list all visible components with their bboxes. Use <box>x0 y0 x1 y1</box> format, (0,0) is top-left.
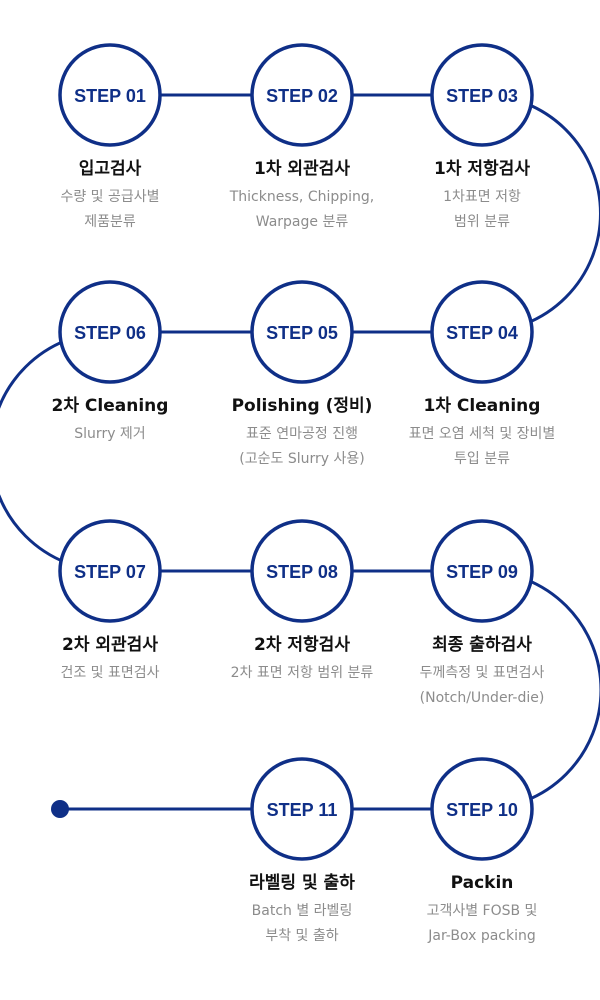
step-description-line: Warpage 분류 <box>255 214 349 230</box>
connector-curve-right-1 <box>481 93 600 334</box>
step-description: 고객사별 FOSB 및 Jar-Box packing <box>387 899 577 949</box>
step-description: Slurry 제거 <box>15 422 205 447</box>
step-label: STEP 09 <box>446 562 518 582</box>
step-description-line: 고객사별 FOSB 및 <box>426 903 538 919</box>
step-description-line: 2차 표면 저항 범위 분류 <box>230 665 374 681</box>
step-node-11: STEP 11 <box>250 757 354 861</box>
step-description-line: Thickness, Chipping, <box>229 189 375 205</box>
step-description: Thickness, Chipping, Warpage 분류 <box>207 185 397 235</box>
step-description-line: 건조 및 표면검사 <box>60 665 160 681</box>
step-description-line: 범위 분류 <box>454 214 510 230</box>
step-label: STEP 10 <box>446 800 518 820</box>
step-description-line: 표준 연마공정 진행 <box>246 426 358 442</box>
step-description-line: 1차표면 저항 <box>443 189 521 205</box>
step-description-line: Jar-Box packing <box>428 928 536 944</box>
step-description: 두께측정 및 표면검사 (Notch/Under-die) <box>387 661 577 711</box>
step-title: 입고검사 <box>78 159 142 179</box>
step-circle <box>250 280 354 384</box>
step-title: 1차 Cleaning <box>423 396 541 416</box>
step-title: 1차 저항검사 <box>434 159 530 179</box>
step-title: 2차 Cleaning <box>51 396 169 416</box>
step-label: STEP 06 <box>74 323 146 343</box>
step-node-4: STEP 04 <box>430 280 534 384</box>
step-label: STEP 07 <box>74 562 146 582</box>
step-node-8: STEP 08 <box>250 519 354 623</box>
connector-curve-left <box>0 330 111 573</box>
step-text-5: Polishing (정비) 표준 연마공정 진행 (고순도 Slurry 사용) <box>207 394 397 472</box>
step-description-line: 두께측정 및 표면검사 <box>419 665 545 681</box>
step-node-7: STEP 07 <box>58 519 162 623</box>
step-description: 2차 표면 저항 범위 분류 <box>207 661 397 686</box>
step-title: 2차 외관검사 <box>62 635 158 655</box>
step-description: 표준 연마공정 진행 (고순도 Slurry 사용) <box>207 422 397 472</box>
flow-end-dot <box>51 800 69 818</box>
step-description-line: 부착 및 출하 <box>265 928 339 944</box>
step-circle <box>58 519 162 623</box>
step-title: 2차 저항검사 <box>254 635 350 655</box>
step-title: Packin <box>450 873 514 893</box>
step-description-line: (고순도 Slurry 사용) <box>239 451 365 467</box>
step-circle <box>250 43 354 147</box>
step-circle <box>430 43 534 147</box>
step-node-1: STEP 01 <box>58 43 162 147</box>
step-node-9: STEP 09 <box>430 519 534 623</box>
step-description-line: Slurry 제거 <box>74 426 146 442</box>
step-description-line: 표면 오염 세척 및 장비별 <box>408 426 556 442</box>
step-circle <box>250 757 354 861</box>
step-description: 건조 및 표면검사 <box>15 661 205 686</box>
step-label: STEP 05 <box>266 323 338 343</box>
step-description-line: 제품분류 <box>84 214 136 230</box>
step-nodes: STEP 01 STEP 02 STEP 03 STEP 04 STEP 05 STEP … <box>58 43 534 861</box>
step-label: STEP 03 <box>446 86 518 106</box>
step-title: 라벨링 및 출하 <box>249 873 355 893</box>
step-label: STEP 04 <box>446 323 518 343</box>
step-node-5: STEP 05 <box>250 280 354 384</box>
connector-curve-right-2 <box>481 569 600 811</box>
step-label: STEP 08 <box>266 562 338 582</box>
step-circle <box>430 280 534 384</box>
step-description-line: 투입 분류 <box>454 451 510 467</box>
step-circle <box>430 757 534 861</box>
step-node-2: STEP 02 <box>250 43 354 147</box>
step-title: 최종 출하검사 <box>432 635 532 655</box>
step-label: STEP 11 <box>267 800 338 820</box>
step-circle <box>250 519 354 623</box>
step-label: STEP 01 <box>74 86 146 106</box>
step-text-10: Packin 고객사별 FOSB 및 Jar-Box packing <box>387 871 577 949</box>
step-description-line: Batch 별 라벨링 <box>251 903 353 919</box>
step-node-6: STEP 06 <box>58 280 162 384</box>
step-text-2: 1차 외관검사 Thickness, Chipping, Warpage 분류 <box>207 157 397 235</box>
step-circle <box>430 519 534 623</box>
step-text-8: 2차 저항검사 2차 표면 저항 범위 분류 <box>207 633 397 686</box>
step-circle <box>58 43 162 147</box>
step-title: 1차 외관검사 <box>254 159 350 179</box>
step-description-line: (Notch/Under-die) <box>419 690 545 706</box>
step-circle <box>58 280 162 384</box>
step-description-line: 수량 및 공급사별 <box>60 189 160 205</box>
step-label: STEP 02 <box>266 86 338 106</box>
step-title: Polishing (정비) <box>231 396 373 416</box>
step-node-3: STEP 03 <box>430 43 534 147</box>
step-node-10: STEP 10 <box>430 757 534 861</box>
